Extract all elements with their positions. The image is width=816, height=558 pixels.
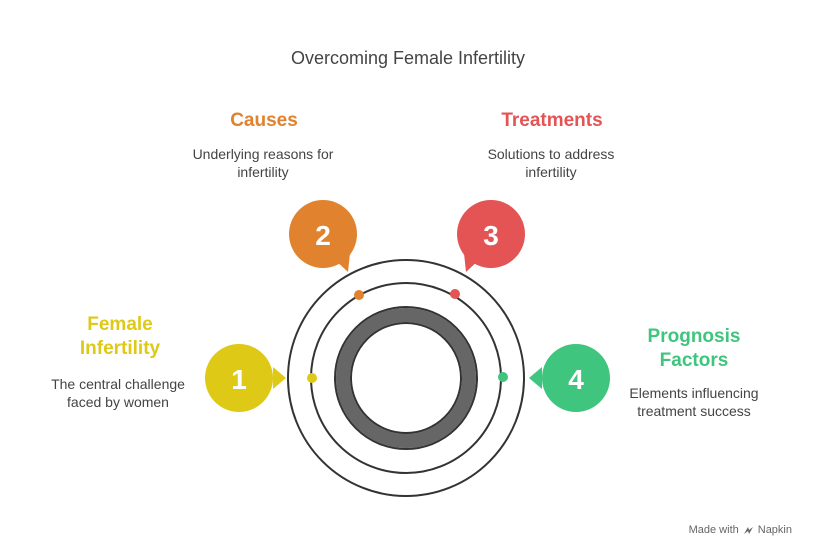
step-3-number: 3: [483, 220, 499, 251]
step-2-number: 2: [315, 220, 331, 251]
step-4-heading: Prognosis Factors: [647, 326, 741, 371]
footer-brand: Napkin: [757, 524, 792, 536]
core-ring-inner-edge: [350, 322, 462, 434]
core-ring: [336, 308, 476, 448]
step-3-dot: [450, 289, 460, 299]
footer-text: Made with: [688, 524, 739, 536]
core-ring-outer-edge: [334, 306, 478, 450]
step-1-bubble: 1: [205, 344, 286, 412]
step-3-bubble: 3: [457, 200, 525, 272]
step-1-dot: [307, 373, 317, 383]
step-2-heading: Causes: [230, 110, 298, 131]
page-title: Overcoming Female Infertility: [290, 48, 526, 68]
step-2-bubble: 2: [289, 200, 357, 272]
step-3-heading: Treatments: [501, 110, 603, 131]
outer-ring: [287, 259, 525, 497]
step-4-dot: [498, 372, 508, 382]
step-2-dot: [354, 290, 364, 300]
step-4-number: 4: [568, 364, 584, 395]
footer-attribution: Made with Napkin: [689, 524, 792, 536]
step-1-number: 1: [231, 364, 247, 395]
step-4-bubble: 4: [529, 344, 610, 412]
napkin-logo-icon: [743, 526, 753, 534]
step-1-heading: Female Infertility: [79, 314, 161, 359]
step-4-description: Elements influencing treatment success: [629, 385, 759, 419]
step-2-description: Underlying reasons for infertility: [192, 146, 334, 180]
step-3-description: Solutions to address infertility: [487, 146, 615, 180]
step-1-description: The central challenge faced by women: [51, 376, 185, 410]
